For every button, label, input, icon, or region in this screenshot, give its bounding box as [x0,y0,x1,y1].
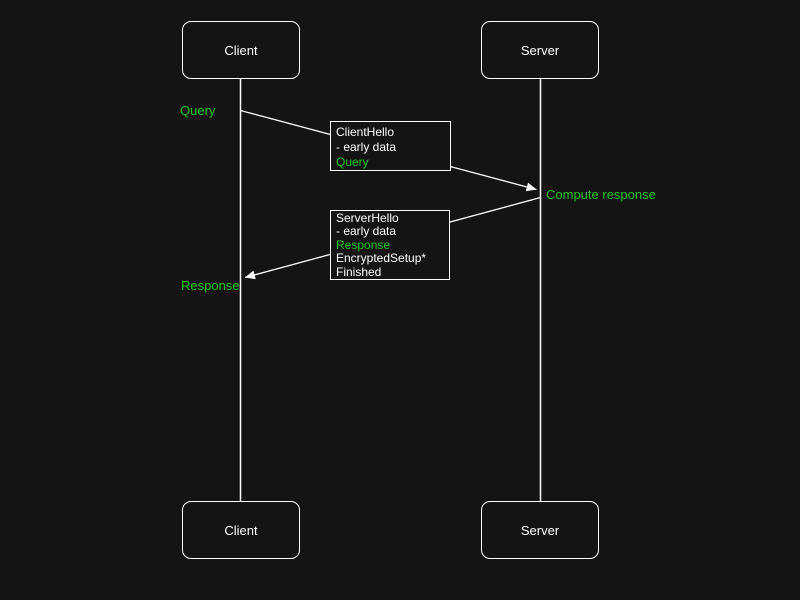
message-line-finished: Finished [336,264,382,279]
message-box-client-hello: ClientHello - early data Query [330,121,451,171]
message-box-server-hello: ServerHello - early data Response Encryp… [330,210,450,280]
actor-box-client-bottom: Client [182,501,300,559]
message-line-early-data: - early data [336,139,397,154]
annotation-query: Query [180,103,216,118]
message-line-early-data-reply: - early data [336,224,397,239]
actor-box-server-top: Server [481,21,599,79]
actor-label-client-bottom: Client [224,522,258,538]
annotation-compute-response: Compute response [546,187,656,202]
actor-box-client-top: Client [182,21,300,79]
message-line-serverhello: ServerHello [336,211,399,225]
message-line-query: Query [336,154,369,169]
actor-label-server-bottom: Server [520,522,560,538]
message-line-clienthello: ClientHello [336,125,395,139]
actor-label-server-top: Server [520,42,560,58]
message-line-response: Response [336,237,391,252]
annotation-response: Response [181,278,240,293]
actor-label-client-top: Client [224,42,258,58]
actor-box-server-bottom: Server [481,501,599,559]
message-line-encryptedsetup: EncryptedSetup* [336,251,427,266]
